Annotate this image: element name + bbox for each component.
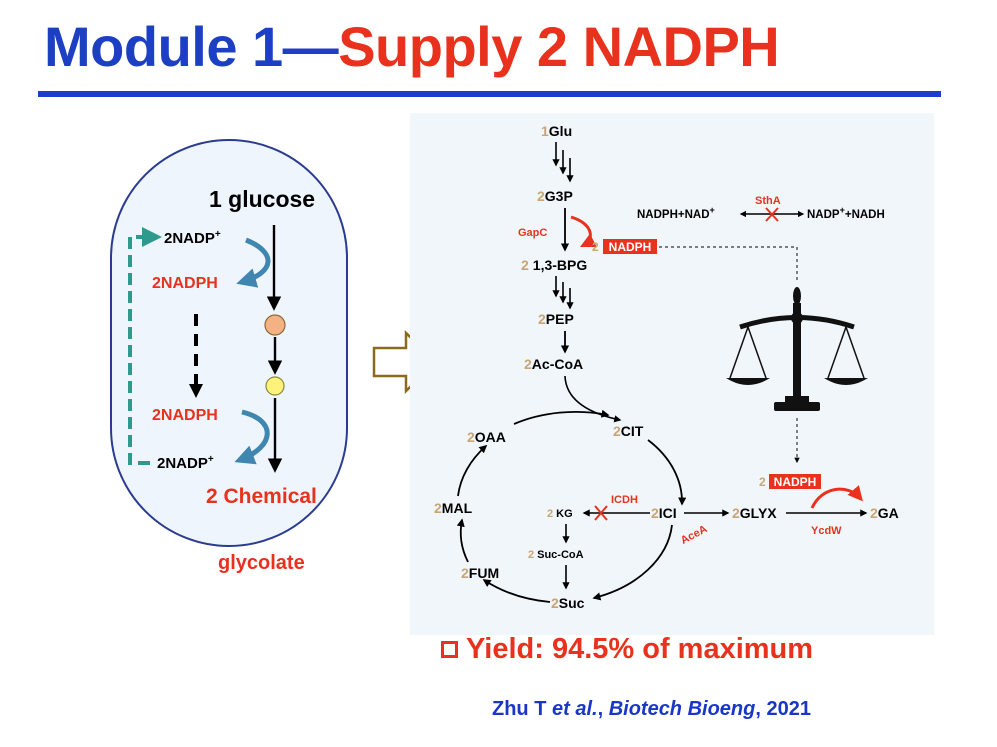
mal-node: 2MAL: [434, 500, 473, 516]
yield-statement: Yield: 94.5% of maximum: [441, 633, 813, 666]
title-underline: [38, 91, 941, 97]
nadph-bottom-label: 2NADPH: [152, 407, 218, 424]
oaa-node: 2OAA: [467, 429, 506, 445]
glu-node: 1Glu: [541, 123, 572, 139]
regeneration-loop: [128, 227, 162, 465]
ici-node: 2ICI: [651, 505, 677, 521]
tca-arc-ici-suc: [592, 524, 673, 601]
chemical-label: 2 Chemical: [206, 485, 317, 508]
cofactor-curve-bottom: [234, 409, 270, 465]
yield-text: Yield: 94.5% of maximum: [466, 633, 814, 665]
citation-etal: et al.: [551, 698, 598, 720]
nadp-bottom-label: 2NADP+: [157, 454, 214, 472]
tca-arc-cit-ici: [647, 439, 687, 506]
nadph-ycdw-label: NADPH: [774, 475, 817, 489]
citation-authors: Zhu T: [492, 698, 552, 720]
icdh-label: ICDH: [611, 494, 638, 506]
citation-journal: Biotech Bioeng: [608, 698, 756, 720]
fum-node: 2FUM: [461, 565, 499, 581]
stha-knockout-x: [765, 207, 779, 222]
glucose-label: 1 glucose: [209, 186, 315, 212]
tca-arc-suc-fum: [482, 579, 551, 603]
g3p-node: 2G3P: [537, 188, 573, 204]
title-supply: Supply 2 NADPH: [338, 15, 780, 78]
gapc-label: GapC: [518, 227, 547, 239]
arrow-accoa-cit: [564, 375, 622, 423]
accoa-node: 2Ac-CoA: [524, 356, 583, 372]
intermediate-circle-2: [265, 376, 285, 396]
nadph-gapc-label: NADPH: [609, 240, 652, 254]
pep-node: 2PEP: [538, 311, 574, 327]
icdh-knockout-x: [594, 505, 608, 521]
stha-right-label: NADP++NADH: [807, 205, 885, 221]
nadph-ycdw-count: 2: [759, 475, 766, 489]
cell-diagram: 1 glucose 2NADP+ 2NADPH 2NADPH 2NADP+ 2 …: [110, 139, 348, 574]
gapc-curve-arrow: [570, 215, 597, 248]
tca-arc-oaa-cit: [513, 409, 610, 425]
nadp-top-label: 2NADP+: [164, 229, 221, 247]
tca-arc-mal-oaa: [457, 444, 488, 497]
slide-title: Module 1—Supply 2 NADPH: [44, 14, 780, 80]
ga-node: 2GA: [870, 505, 899, 521]
stha-left-label: NADPH+NAD+: [637, 205, 715, 221]
balance-scale-icon: [726, 287, 868, 411]
cofactor-curve-top: [236, 237, 271, 288]
citation-sep: ,: [597, 698, 609, 720]
title-module: Module 1—: [44, 15, 339, 78]
suc-node: 2Suc: [551, 595, 585, 611]
pathway-background: [410, 113, 934, 635]
stha-label: SthA: [755, 195, 781, 207]
cell-membrane: [110, 139, 348, 547]
nadph-top-label: 2NADPH: [152, 275, 218, 292]
dashed-transfer-arrowhead: [189, 384, 203, 398]
checkbox-square-icon: [441, 641, 458, 658]
citation-year: , 2021: [755, 698, 811, 720]
nadph-gapc-count: 2: [592, 240, 599, 254]
nadph-ycdw-box: [769, 474, 821, 489]
nadph-gapc-box: [603, 239, 657, 254]
intermediate-circle-1: [264, 314, 286, 336]
tca-arc-fum-mal: [456, 518, 469, 563]
glyx-node: 2GLYX: [732, 505, 777, 521]
citation: Zhu T et al., Biotech Bioeng, 2021: [492, 698, 811, 721]
cit-node: 2CIT: [613, 423, 644, 439]
glycolate-label: glycolate: [218, 552, 305, 574]
ycdw-label: YcdW: [811, 525, 842, 537]
ycdw-curve-arrow: [810, 485, 863, 509]
